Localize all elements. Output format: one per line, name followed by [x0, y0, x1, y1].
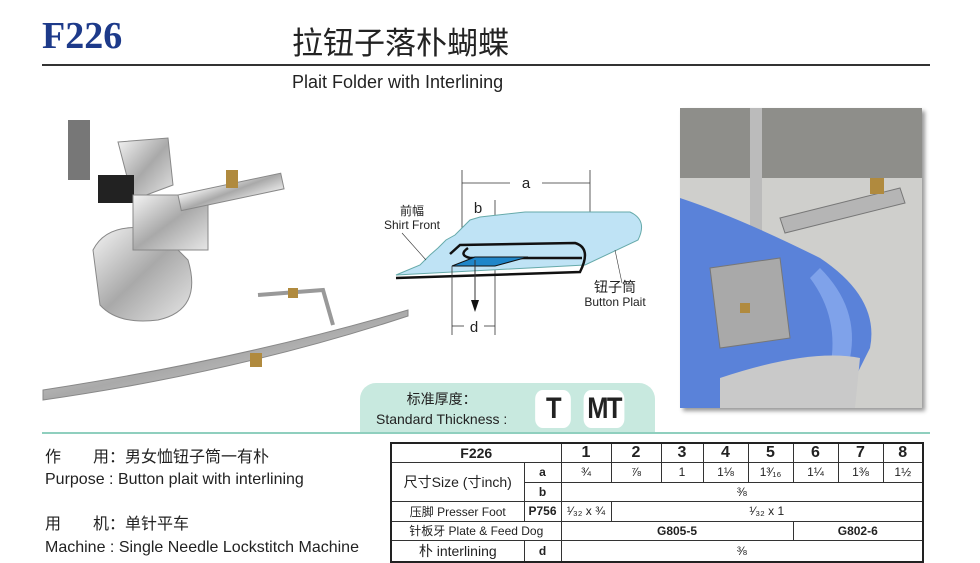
section-divider [42, 432, 930, 434]
machine-cn: 用 机：单针平车 [45, 516, 190, 533]
feed-dog-part [98, 175, 134, 203]
plait-diagram: a b d 前幅 Shirt Front 钮子筒 Button Plait [384, 170, 646, 336]
dimension-a-label: a [522, 175, 531, 192]
thickness-label-en: Standard Thickness : [376, 411, 508, 427]
button-plait-label-en: Button Plait [584, 295, 646, 309]
table-row-a: 尺寸Size (寸inch) a ¾ ⅞ 1 1⅛ 1³⁄₁₆ 1¼ 1⅜ 1½ [390, 462, 924, 502]
thickness-badge-t: T [535, 390, 571, 428]
table-row-interlining: 朴 interlining d ⅜ [390, 540, 924, 563]
purpose-en: Purpose : Button plait with interlining [45, 471, 304, 488]
table-row-presser-foot: 压脚 Presser Foot P756 ¹⁄₃₂ x ¾ ¹⁄₃₂ x 1 [390, 501, 924, 522]
spec-table: F226 1 2 3 4 5 6 7 8 尺寸Size (寸inch) a ¾ … [390, 442, 924, 563]
presser-foot-part [68, 120, 90, 180]
table-row-plate-feed-dog: 针板牙 Plate & Feed Dog G805-5 G802-6 [390, 520, 924, 541]
standard-thickness-label: 标准厚度： Standard Thickness : [376, 389, 507, 429]
thickness-badge-mt: MT [583, 390, 625, 428]
button-plait-label-cn: 钮子筒 [594, 279, 636, 295]
product-illustration [42, 120, 409, 401]
purpose-cn: 作 用：男女恤钮子筒一有朴 [45, 449, 270, 466]
dimension-b-label: b [474, 200, 482, 217]
shirt-front-label-cn: 前幅 [400, 203, 424, 218]
title-english: Plait Folder with Interlining [292, 72, 504, 92]
table-header-row: F226 1 2 3 4 5 6 7 8 [390, 442, 924, 463]
title-chinese: 拉钮子落朴蝴蝶 [292, 26, 509, 61]
header-divider [42, 64, 930, 66]
thickness-label-cn: 标准厚度： [406, 391, 477, 407]
model-code: F226 [42, 15, 123, 57]
folder-body [92, 227, 193, 322]
machine-en: Machine : Single Needle Lockstitch Machi… [45, 539, 359, 556]
shirt-front-label-en: Shirt Front [384, 218, 441, 232]
guide-bar [42, 309, 409, 401]
dimension-d-label: d [470, 319, 478, 336]
product-photo [680, 108, 922, 408]
